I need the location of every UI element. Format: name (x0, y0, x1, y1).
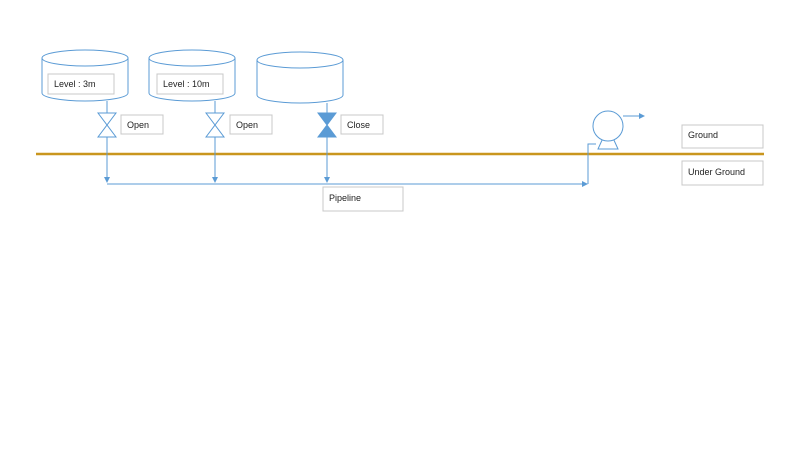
valve-3[interactable]: Close (317, 112, 384, 138)
ground-label: Ground (688, 130, 718, 140)
tank-icon (256, 60, 344, 104)
valve-state-box (340, 114, 384, 135)
underground-label: Under Ground (688, 167, 745, 177)
tank-2: Level : 10m (148, 49, 236, 102)
pump-riser (587, 143, 596, 184)
tank-1: Level : 3m (41, 49, 129, 102)
pipeline-label-box (322, 186, 404, 212)
tank-3 (256, 51, 344, 104)
valve-2[interactable]: Open (205, 112, 273, 138)
tank-top (148, 49, 236, 67)
valve-icon (205, 112, 225, 138)
valve-state-label: Open (127, 120, 149, 130)
tank-top (256, 51, 344, 69)
pipeline-label: Pipeline (329, 193, 361, 203)
tank-level-label: Level : 3m (54, 79, 96, 89)
pump-icon (592, 110, 624, 142)
valve-icon (317, 112, 337, 138)
valve-icon (97, 112, 117, 138)
pump-base (597, 137, 619, 150)
tank-top (41, 49, 129, 67)
valve-state-label: Close (347, 120, 370, 130)
tank-level-label: Level : 10m (163, 79, 210, 89)
valve-state-label: Open (236, 120, 258, 130)
pump[interactable] (592, 110, 645, 150)
valve-state-box (120, 114, 164, 135)
underground-label-box (681, 160, 764, 186)
tank-level-box (156, 73, 224, 95)
tank-level-box (47, 73, 115, 95)
valve-state-box (229, 114, 273, 135)
ground-label-box (681, 124, 764, 149)
valve-1[interactable]: Open (97, 112, 164, 138)
